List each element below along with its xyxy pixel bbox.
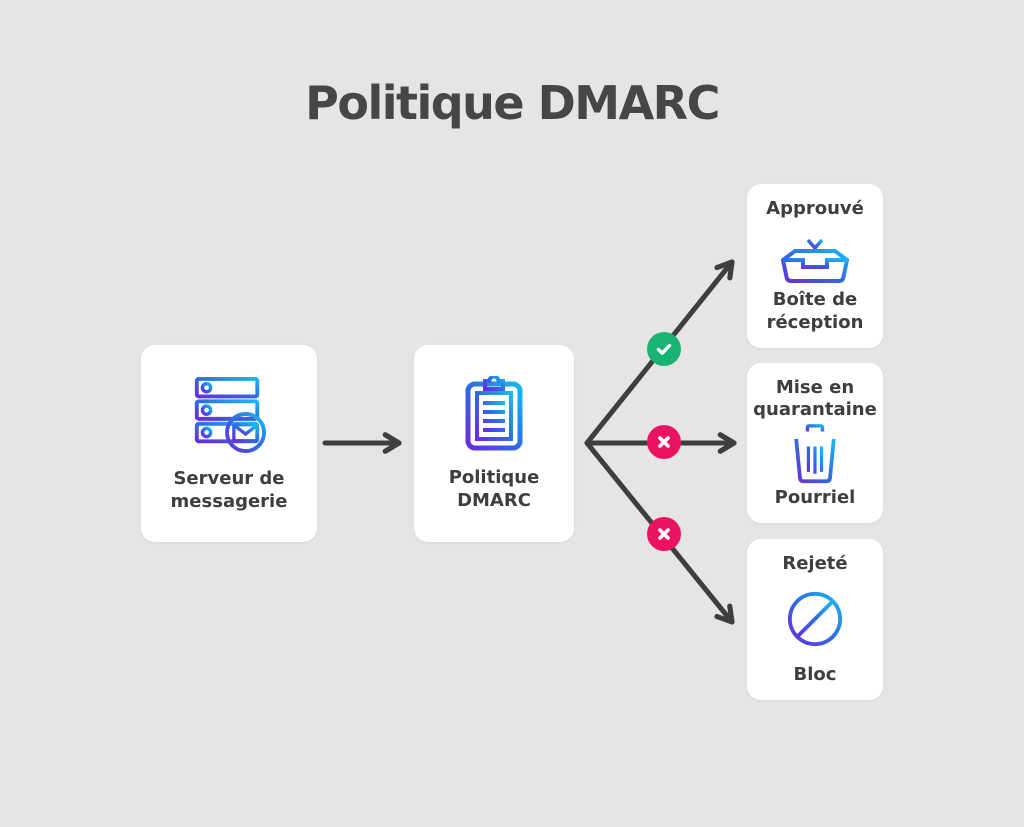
card-label: Serveur de messagerie	[170, 467, 288, 512]
mail-server-icon	[190, 375, 268, 453]
status-label: Rejeté	[782, 553, 848, 574]
card-rejected: Rejeté Bloc	[747, 539, 883, 700]
trash-icon	[786, 423, 844, 485]
cross-badge	[647, 517, 681, 551]
inbox-icon	[780, 223, 850, 285]
check-icon	[656, 343, 672, 355]
status-label: Approuvé	[766, 198, 864, 219]
block-icon	[786, 590, 844, 648]
card-mail-server: Serveur de messagerie	[141, 345, 317, 542]
cross-icon	[658, 436, 670, 448]
page-title: Politique DMARC	[305, 76, 720, 130]
card-quarantine: Mise en quarantaine Pourriel	[747, 363, 883, 523]
cross-badge	[647, 425, 681, 459]
status-label: Mise en quarantaine	[753, 377, 877, 420]
card-dmarc-policy: Politique DMARC	[414, 345, 574, 542]
card-label: Politique DMARC	[448, 466, 540, 511]
destination-label: Bloc	[793, 664, 837, 685]
cross-icon	[658, 528, 670, 540]
destination-label: Boîte de réception	[766, 289, 864, 333]
clipboard-icon	[464, 375, 524, 452]
card-approved: Approuvé Boîte de réception	[747, 184, 883, 348]
destination-label: Pourriel	[774, 487, 856, 508]
check-badge	[647, 332, 681, 366]
